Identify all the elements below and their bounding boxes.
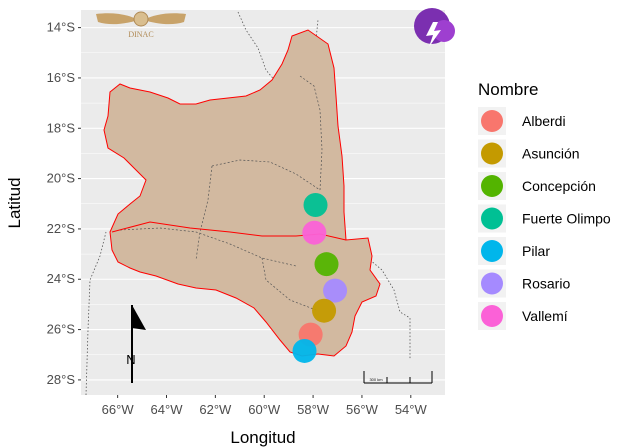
point-asunci-n: [312, 298, 337, 323]
y-axis-title: Latitud: [5, 177, 24, 228]
neighbour-borders: [85, 11, 411, 396]
legend-key: [481, 240, 503, 262]
legend-key: [481, 142, 503, 165]
north-arrow: N: [126, 305, 146, 383]
scale-bar-label: 300 km: [369, 377, 383, 382]
legend-label: Pilar: [522, 243, 550, 259]
y-tick-label: 26°S: [47, 322, 76, 337]
point-vallem-: [302, 220, 327, 245]
y-tick-label: 18°S: [47, 120, 76, 135]
legend-label: Fuerte Olimpo: [522, 211, 611, 227]
y-tick-label: 14°S: [47, 20, 76, 35]
legend-label: Asunción: [522, 146, 580, 162]
logo-text: DINAC: [128, 30, 153, 39]
paraguay-country: [103, 29, 381, 357]
x-axis-title: Longitud: [230, 428, 295, 447]
department-borders: [119, 75, 323, 311]
north-arrow-label: N: [126, 352, 135, 367]
point-pilar: [292, 338, 317, 363]
north-arrow-head: [132, 305, 146, 330]
x-axis: 66°W 64°W 62°W 60°W 58°W 56°W 54°W: [102, 395, 428, 417]
legend-label: Vallemí: [522, 308, 568, 324]
points-layer: [292, 193, 348, 363]
legend-label: Alberdi: [522, 113, 566, 129]
legend-key: [481, 272, 503, 295]
y-axis: 14°S 16°S 18°S 20°S 22°S 24°S 26°S 28°S: [47, 20, 81, 387]
legend-title: Nombre: [478, 80, 538, 99]
logo-emblem: [133, 11, 149, 27]
x-tick-label: 62°W: [199, 402, 232, 417]
legend-key: [481, 305, 503, 327]
legend-label: Rosario: [522, 276, 570, 292]
y-tick-label: 20°S: [47, 171, 76, 186]
dinac-logo: DINAC: [96, 11, 186, 39]
y-tick-label: 22°S: [47, 221, 76, 236]
x-tick-label: 58°W: [297, 402, 330, 417]
point-fuerte-olimpo: [303, 193, 328, 218]
point-concepci-n: [314, 252, 339, 277]
logo-right-wing: [144, 13, 186, 25]
legend-label: Concepción: [522, 178, 596, 194]
y-tick-label: 28°S: [47, 372, 76, 387]
y-tick-label: 16°S: [47, 70, 76, 85]
legend-key: [481, 175, 503, 197]
logo-left-wing: [96, 13, 138, 25]
legend-key: [481, 207, 503, 230]
point-rosario: [323, 278, 348, 303]
legend-key: [481, 110, 503, 132]
x-tick-label: 60°W: [248, 402, 281, 417]
storm-logo-icon: [414, 8, 455, 47]
y-tick-label: 24°S: [47, 271, 76, 286]
x-tick-label: 54°W: [395, 402, 428, 417]
x-tick-label: 66°W: [102, 402, 135, 417]
x-tick-label: 56°W: [346, 402, 379, 417]
scale-bar: 300 km: [363, 371, 433, 384]
x-tick-label: 64°W: [151, 402, 184, 417]
